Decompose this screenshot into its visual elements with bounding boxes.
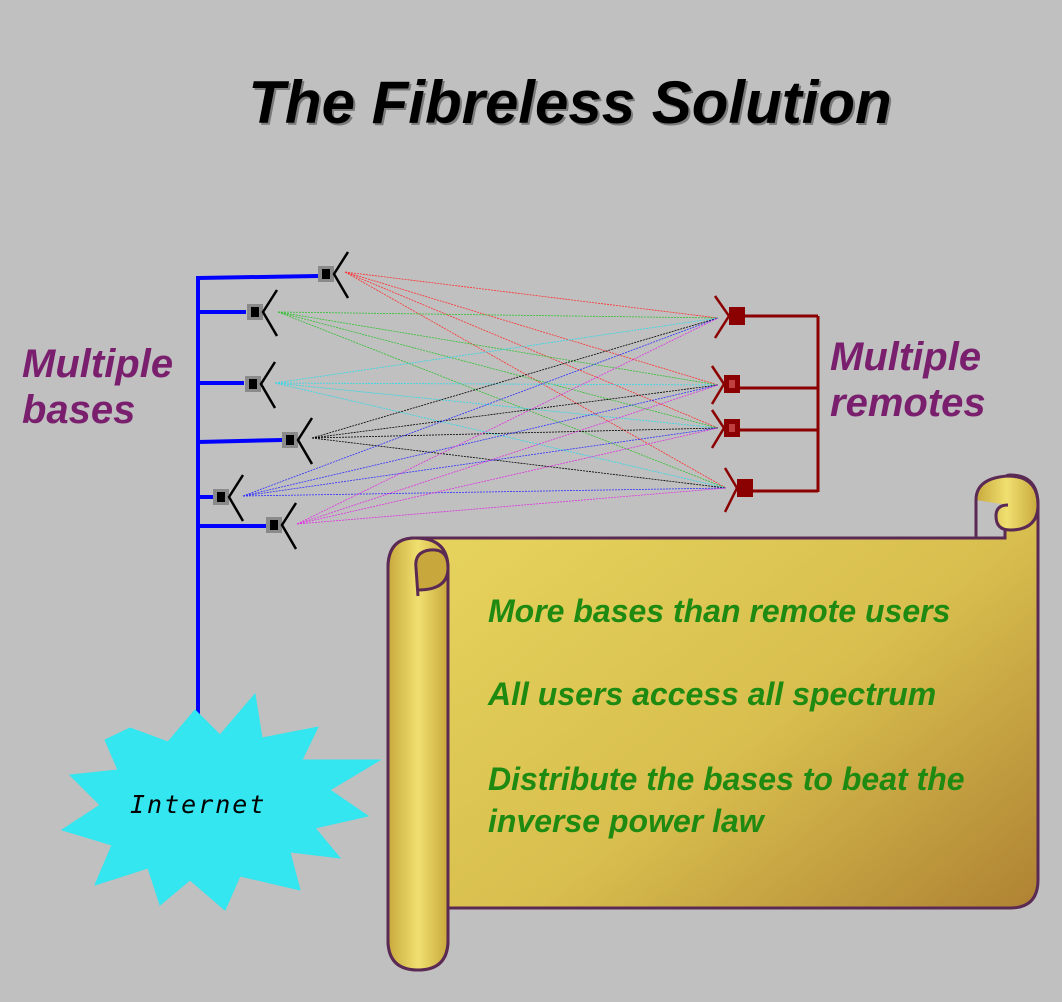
base-backbone xyxy=(196,274,319,740)
wireless-links xyxy=(242,271,727,525)
internet-burst-icon xyxy=(60,692,382,911)
link-line xyxy=(277,311,719,429)
link-line xyxy=(344,271,727,489)
link-line xyxy=(311,384,719,439)
link-line xyxy=(344,271,719,429)
link-line xyxy=(296,427,719,525)
link-line xyxy=(274,382,719,386)
link-line xyxy=(277,311,719,386)
base-antenna-icon xyxy=(282,417,314,465)
link-line xyxy=(277,311,727,489)
link-line xyxy=(296,487,727,525)
link-line xyxy=(242,487,727,497)
base-antenna-icon xyxy=(247,289,279,337)
link-line xyxy=(344,271,719,386)
base-antenna-icon xyxy=(318,251,350,299)
link-line xyxy=(311,317,719,439)
remote-antenna-icon xyxy=(713,295,745,339)
internet-label: Internet xyxy=(130,790,267,819)
bullet-all-spectrum: All users access all spectrum xyxy=(488,676,937,712)
link-line xyxy=(311,427,719,439)
remote-antenna-icon xyxy=(710,365,740,405)
link-line xyxy=(242,427,719,497)
scroll-icon xyxy=(386,473,1040,972)
page-title: The Fibreless Solution xyxy=(248,69,892,136)
bullet-more-bases: More bases than remote users xyxy=(488,593,951,629)
base-antenna-icon xyxy=(213,474,245,522)
multiple-remotes-label: Multiple remotes xyxy=(830,335,986,425)
link-line xyxy=(274,382,719,429)
link-line xyxy=(311,437,727,489)
link-line xyxy=(242,384,719,497)
bullet-distribute-bases: Distribute the bases to beat the inverse… xyxy=(488,761,965,839)
link-line xyxy=(296,317,719,525)
link-line xyxy=(277,311,719,319)
base-antenna-icon xyxy=(266,502,298,550)
link-line xyxy=(344,271,719,319)
link-line xyxy=(296,384,719,525)
multiple-bases-label: Multiple bases xyxy=(22,342,174,432)
base-antenna-icon xyxy=(245,361,277,409)
remote-antenna-icon xyxy=(723,467,753,513)
remote-bus xyxy=(740,314,820,493)
link-line xyxy=(274,317,719,384)
remote-antenna-icon xyxy=(710,409,740,449)
link-line xyxy=(242,317,719,497)
